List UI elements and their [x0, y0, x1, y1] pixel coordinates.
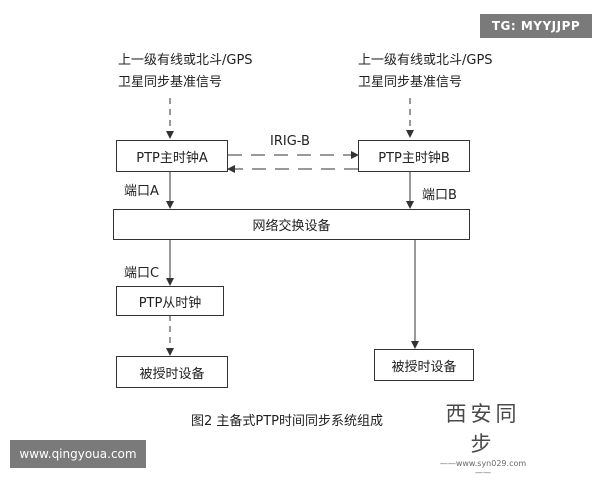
- master-clock-b-label: PTP主时钟B: [378, 150, 450, 166]
- port-c-label: 端口C: [124, 266, 160, 281]
- master-clock-b-box: PTP主时钟B: [358, 140, 470, 172]
- timed-device-left-box: 被授时设备: [116, 356, 228, 388]
- port-a-label: 端口A: [124, 184, 159, 199]
- brand-watermark-url: ——www.syn029.com——: [439, 459, 527, 477]
- slave-clock-box: PTP从时钟: [116, 286, 224, 316]
- figure-caption: 图2 主备式PTP时间同步系统组成: [191, 414, 384, 429]
- timed-device-left-label: 被授时设备: [139, 366, 205, 382]
- brand-watermark-name: 西安同步: [445, 402, 521, 456]
- timed-device-right-box: 被授时设备: [374, 349, 474, 381]
- irig-b-label: IRIG-B: [270, 134, 310, 149]
- master-clock-a-label: PTP主时钟A: [136, 150, 208, 166]
- port-b-label: 端口B: [422, 188, 457, 203]
- source-signal-right-line2: 卫星同步基准信号: [358, 75, 463, 90]
- source-signal-left-line1: 上一级有线或北斗/GPS: [118, 53, 253, 68]
- brand-watermark: 西安同步 ——www.syn029.com——: [437, 398, 529, 477]
- source-signal-left-line2: 卫星同步基准信号: [118, 75, 223, 90]
- master-clock-a-box: PTP主时钟A: [116, 140, 228, 172]
- slave-clock-label: PTP从时钟: [138, 295, 202, 311]
- source-signal-right-line1: 上一级有线或北斗/GPS: [358, 53, 493, 68]
- tg-watermark-badge: TG: MYYJJPP: [480, 14, 592, 38]
- source-signal-right-label: 上一级有线或北斗/GPS 卫星同步基准信号: [358, 50, 493, 94]
- network-switch-label: 网络交换设备: [252, 219, 331, 234]
- source-signal-left-label: 上一级有线或北斗/GPS 卫星同步基准信号: [118, 50, 253, 94]
- network-switch-box: 网络交换设备: [113, 209, 470, 240]
- timed-device-right-label: 被授时设备: [391, 359, 457, 375]
- site-watermark-badge: www.qingyoua.com: [10, 440, 146, 468]
